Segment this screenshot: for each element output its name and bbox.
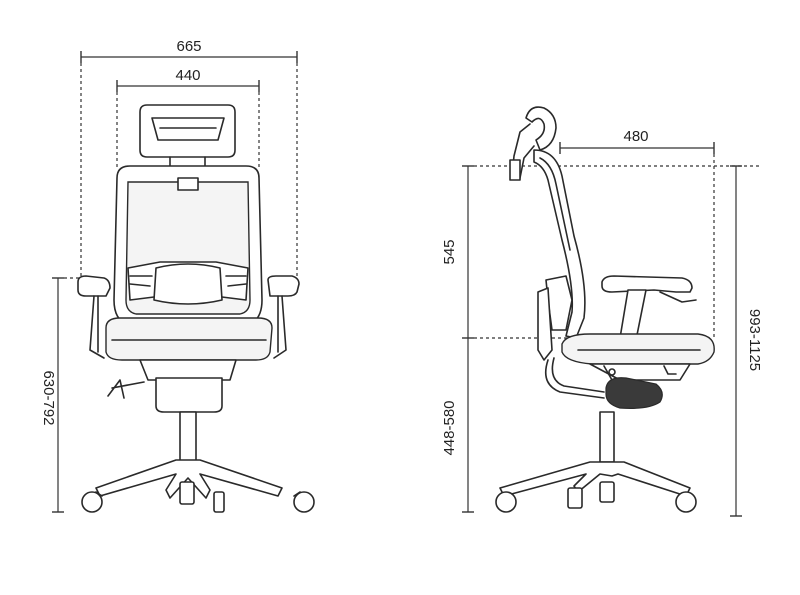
headrest-width-label: 440 (175, 67, 200, 84)
front-chair-drawing (77, 104, 315, 513)
armrest-height-label: 630-792 (40, 370, 57, 425)
headrest-width-dimension: 440 (116, 67, 260, 168)
seat-depth-label: 480 (623, 128, 648, 145)
armrest-height-dimension: 630-792 (40, 277, 82, 513)
seat-depth-dimension: 480 (559, 128, 715, 340)
overall-height-dimension: 993-1125 (730, 165, 763, 517)
backrest-height-dimension: 545 (441, 165, 760, 339)
overall-width-label: 665 (176, 38, 201, 55)
seat-height-label: 448-580 (441, 400, 458, 455)
overall-height-label: 993-1125 (746, 309, 763, 371)
side-chair-drawing (495, 106, 715, 513)
seat-height-dimension: 448-580 (441, 338, 474, 513)
backrest-height-label: 545 (441, 239, 458, 264)
front-view: 665 440 630-792 (40, 38, 315, 513)
side-view: 480 545 448-580 993-1125 (441, 106, 763, 517)
overall-width-dimension: 665 (80, 38, 298, 280)
